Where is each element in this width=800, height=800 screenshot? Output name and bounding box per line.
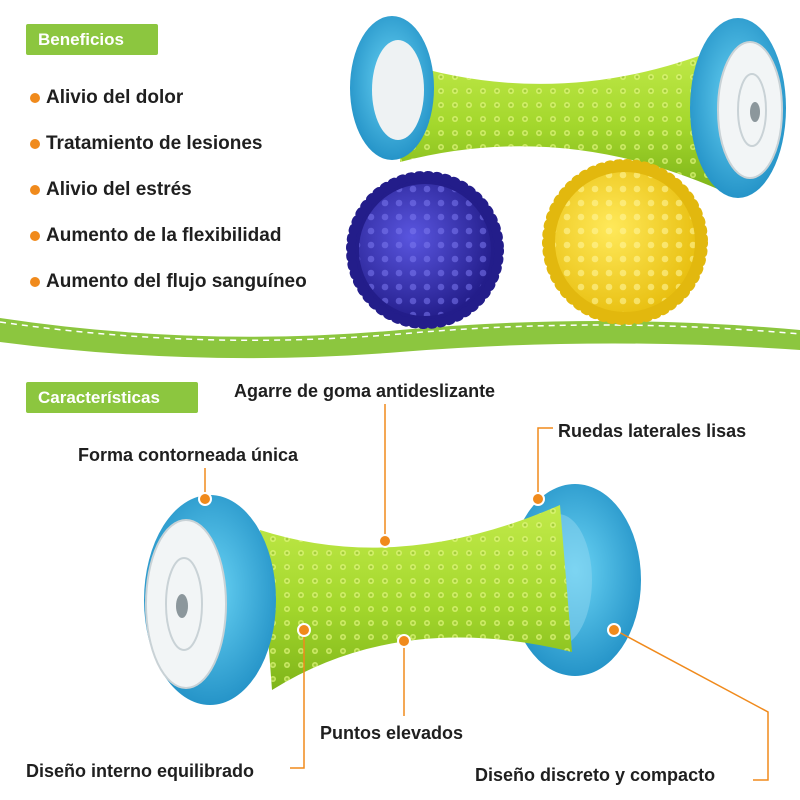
feature-wheels-label: Ruedas laterales lisas [558,421,747,441]
benefit-label: Aumento del flujo sanguíneo [46,271,307,292]
bullet-icon [30,185,40,195]
benefit-label: Aumento de la flexibilidad [46,225,282,246]
feature-inner-label: Diseño interno equilibrado [26,761,255,781]
benefit-label: Tratamiento de lesiones [46,133,263,154]
feature-grip-label: Agarre de goma antideslizante [234,381,496,401]
benefit-item: Aumento del flujo sanguíneo [30,268,307,314]
benefit-label: Alivio del estrés [46,179,192,200]
callout-dots [198,492,621,648]
wave-divider [0,318,800,359]
benefit-item: Alivio del estrés [30,176,307,222]
top-massage-roller [350,16,786,198]
benefit-item: Alivio del dolor [30,84,307,130]
benefit-item: Tratamiento de lesiones [30,130,307,176]
blue-spiky-ball [346,171,504,329]
benefit-item: Aumento de la flexibilidad [30,222,307,268]
bullet-icon [30,231,40,241]
benefit-label: Alivio del dolor [46,87,184,108]
feature-compact-label: Diseño discreto y compacto [475,765,716,785]
benefits-tag: Beneficios [26,24,158,55]
feature-shape-label: Forma contorneada única [78,445,299,465]
features-tag: Características [26,382,198,413]
feature-points-label: Puntos elevados [320,723,464,743]
benefits-list: Alivio del dolor Tratamiento de lesiones… [30,84,307,314]
bullet-icon [30,93,40,103]
bullet-icon [30,139,40,149]
bullet-icon [30,277,40,287]
bottom-massage-roller [144,484,641,705]
callout-lines [204,404,769,781]
yellow-spiky-ball [542,159,708,325]
